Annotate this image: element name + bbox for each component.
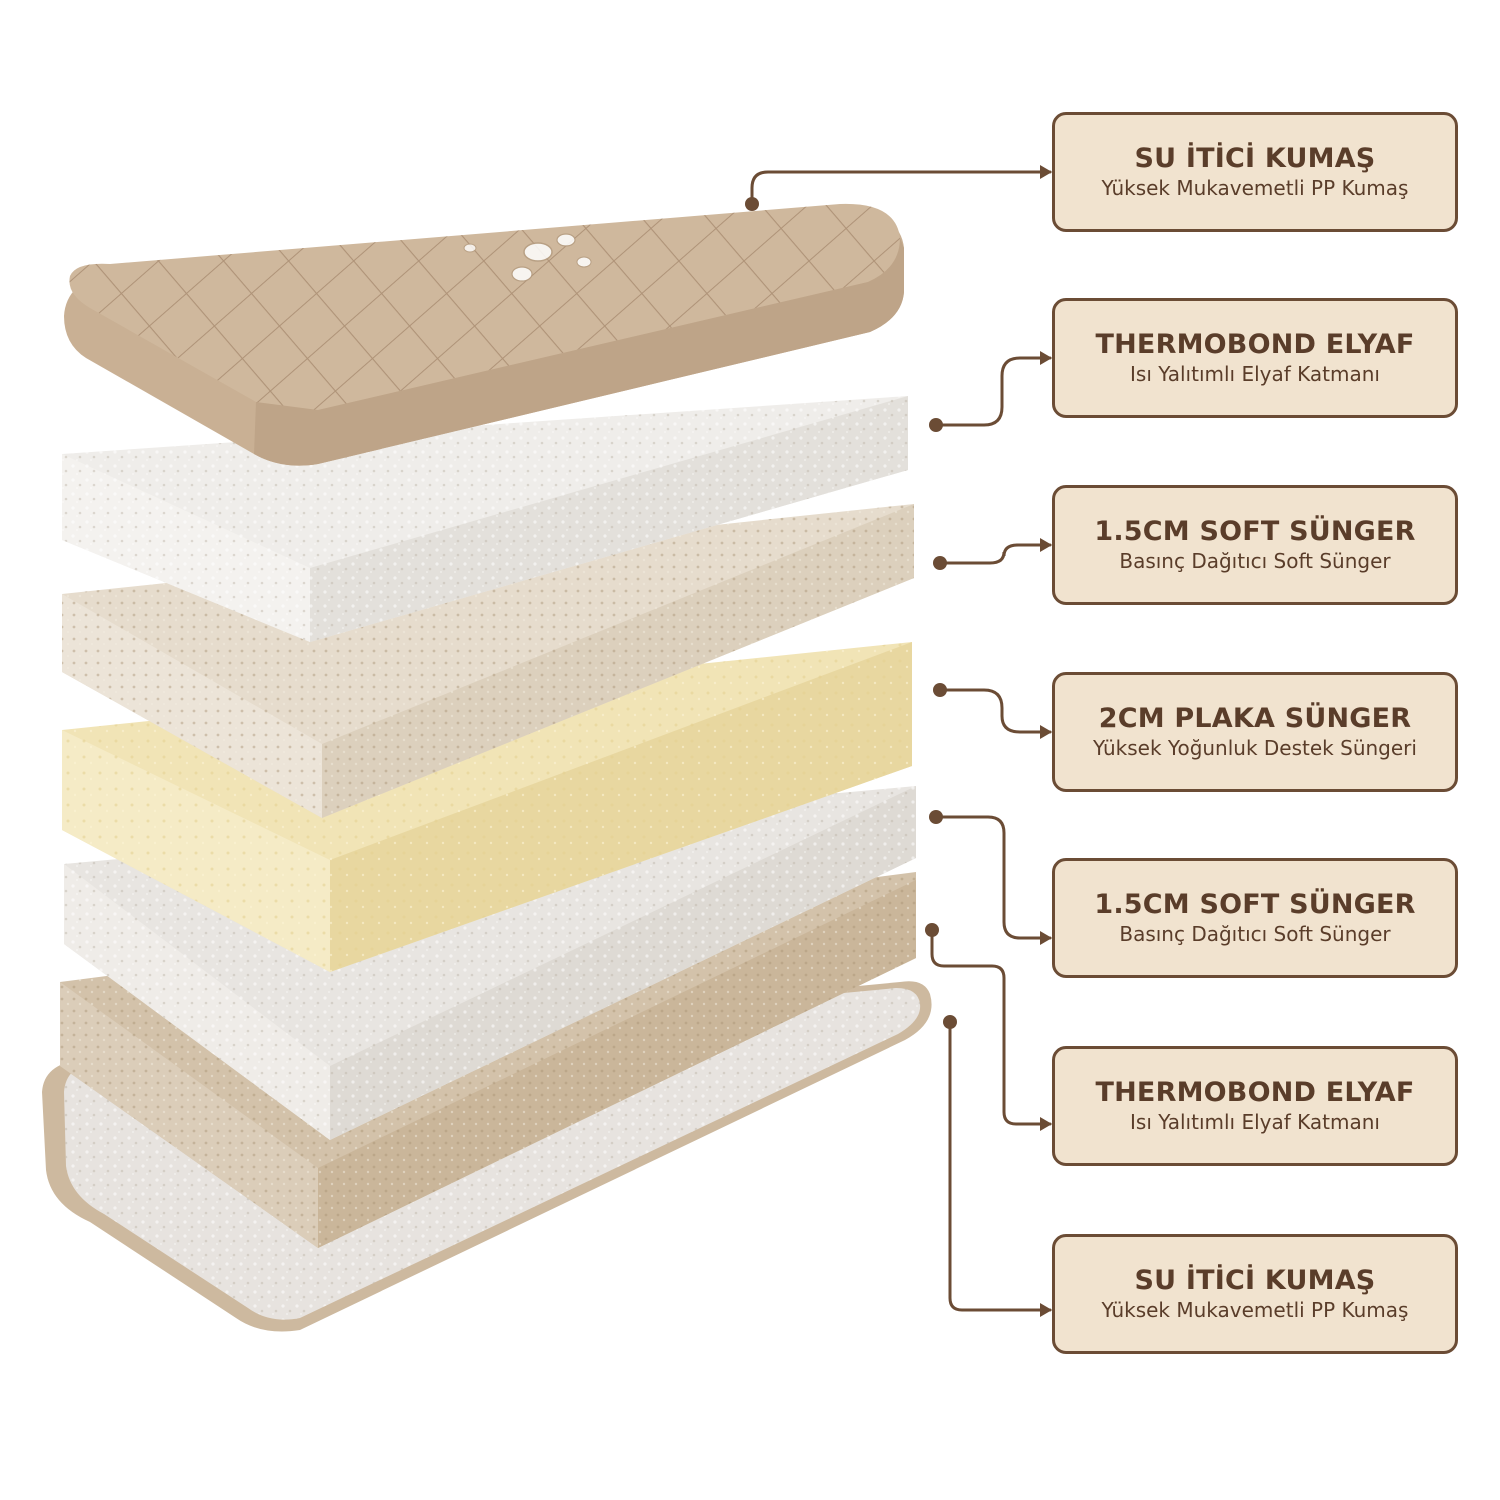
label-subtitle: Yüksek Mukavemetli PP Kumaş bbox=[1101, 176, 1409, 201]
arrow-head-icon bbox=[1040, 165, 1052, 179]
label-box-plate-foam: 2CM PLAKA SÜNGER Yüksek Yoğunluk Destek … bbox=[1052, 672, 1458, 792]
arrow-head-icon bbox=[1040, 351, 1052, 365]
label-box-top-fabric: SU İTİCİ KUMAŞ Yüksek Mukavemetli PP Kum… bbox=[1052, 112, 1458, 232]
label-box-upper-soft-foam: 1.5CM SOFT SÜNGER Basınç Dağıtıcı Soft S… bbox=[1052, 485, 1458, 605]
label-title: THERMOBOND ELYAF bbox=[1095, 1076, 1415, 1108]
label-box-bottom-fabric: SU İTİCİ KUMAŞ Yüksek Mukavemetli PP Kum… bbox=[1052, 1234, 1458, 1354]
label-title: 1.5CM SOFT SÜNGER bbox=[1094, 515, 1416, 547]
label-title: 1.5CM SOFT SÜNGER bbox=[1094, 888, 1416, 920]
connector-dot bbox=[933, 683, 947, 697]
label-subtitle: Isı Yalıtımlı Elyaf Katmanı bbox=[1130, 1110, 1380, 1135]
connector-dot bbox=[943, 1015, 957, 1029]
label-subtitle: Basınç Dağıtıcı Soft Sünger bbox=[1119, 922, 1391, 947]
arrow-head-icon bbox=[1040, 1117, 1052, 1131]
label-title: SU İTİCİ KUMAŞ bbox=[1134, 142, 1376, 174]
connector-dot bbox=[745, 197, 759, 211]
label-title: SU İTİCİ KUMAŞ bbox=[1134, 1264, 1376, 1296]
connector-dot bbox=[933, 556, 947, 570]
connector-5 bbox=[934, 815, 1052, 940]
connector-lines bbox=[750, 170, 1052, 1312]
connector-3 bbox=[938, 543, 1052, 565]
label-box-upper-thermobond: THERMOBOND ELYAF Isı Yalıtımlı Elyaf Kat… bbox=[1052, 298, 1458, 418]
connector-dots bbox=[745, 197, 957, 1029]
arrow-head-icon bbox=[1040, 1303, 1052, 1317]
connector-dot bbox=[929, 418, 943, 432]
layer-top-quilted-fabric bbox=[64, 203, 904, 466]
label-subtitle: Isı Yalıtımlı Elyaf Katmanı bbox=[1130, 362, 1380, 387]
arrow-head-icon bbox=[1040, 725, 1052, 739]
connector-4 bbox=[938, 688, 1052, 734]
connector-dot bbox=[925, 923, 939, 937]
connector-2 bbox=[934, 356, 1052, 427]
arrow-head-icon bbox=[1040, 931, 1052, 945]
label-box-lower-soft-foam: 1.5CM SOFT SÜNGER Basınç Dağıtıcı Soft S… bbox=[1052, 858, 1458, 978]
connector-arrows bbox=[1040, 165, 1052, 1317]
arrow-head-icon bbox=[1040, 538, 1052, 552]
connector-1 bbox=[750, 170, 1052, 206]
label-subtitle: Basınç Dağıtıcı Soft Sünger bbox=[1119, 549, 1391, 574]
connector-dot bbox=[929, 810, 943, 824]
label-subtitle: Yüksek Yoğunluk Destek Süngeri bbox=[1093, 736, 1417, 761]
label-box-lower-thermobond: THERMOBOND ELYAF Isı Yalıtımlı Elyaf Kat… bbox=[1052, 1046, 1458, 1166]
label-title: 2CM PLAKA SÜNGER bbox=[1098, 702, 1412, 734]
connector-7 bbox=[948, 1020, 1052, 1312]
label-title: THERMOBOND ELYAF bbox=[1095, 328, 1415, 360]
label-subtitle: Yüksek Mukavemetli PP Kumaş bbox=[1101, 1298, 1409, 1323]
water-droplets-icon bbox=[463, 233, 592, 282]
connector-6 bbox=[930, 928, 1052, 1126]
